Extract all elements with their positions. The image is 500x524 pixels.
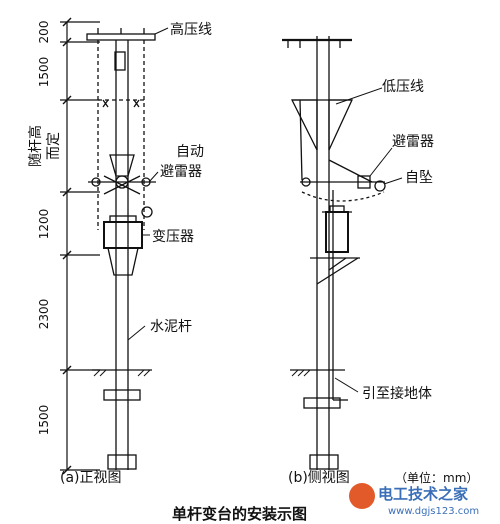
front-leaders (127, 27, 169, 341)
label-arrester: 避雷器 (392, 134, 434, 150)
side-chuck-block (303, 397, 341, 409)
label-ground: 引至接地体 (362, 385, 432, 402)
front-view (86, 28, 156, 470)
figure-title: 单杆变台的安装示图 (172, 505, 307, 523)
label-auto-line1: 自动 (176, 144, 204, 160)
label-pole: 水泥杆 (150, 319, 192, 335)
front-transformer (103, 221, 143, 249)
dim-1200: 1200 (37, 209, 51, 240)
dim-2300: 2300 (37, 299, 51, 330)
front-ground-hatch (93, 369, 151, 377)
label-lv-line: 低压线 (382, 79, 424, 95)
front-fuse (114, 51, 126, 71)
side-view (282, 36, 386, 470)
dim-varies-line2: 而定 (46, 132, 62, 160)
caption-unit: （单位：mm） (395, 470, 478, 485)
watermark: 电工技术之家 www.dgjs123.com (349, 483, 479, 517)
side-ground-hatch (291, 369, 311, 377)
label-transformer: 变压器 (152, 229, 194, 245)
caption-side: (b)侧视图 (288, 470, 350, 486)
dim-200: 200 (37, 21, 51, 44)
dim-1500-top: 1500 (37, 57, 51, 88)
caption-front: (a)正视图 (60, 470, 122, 486)
dimension-chain (60, 21, 100, 471)
front-crossarm (86, 33, 156, 41)
dim-1500-bottom: 1500 (37, 405, 51, 436)
dimension-ticks (62, 17, 72, 475)
label-hv-line: 高压线 (170, 21, 212, 38)
front-chuck-block (103, 389, 141, 401)
side-leaders (334, 87, 403, 393)
watermark-url: www.dgjs123.com (388, 506, 479, 517)
label-auto-line2: 避雷器 (160, 164, 202, 180)
label-dropout: 自坠 (405, 170, 433, 186)
dim-varies-line1: 随杆高 (27, 125, 44, 167)
watermark-name: 电工技术之家 (378, 485, 468, 503)
